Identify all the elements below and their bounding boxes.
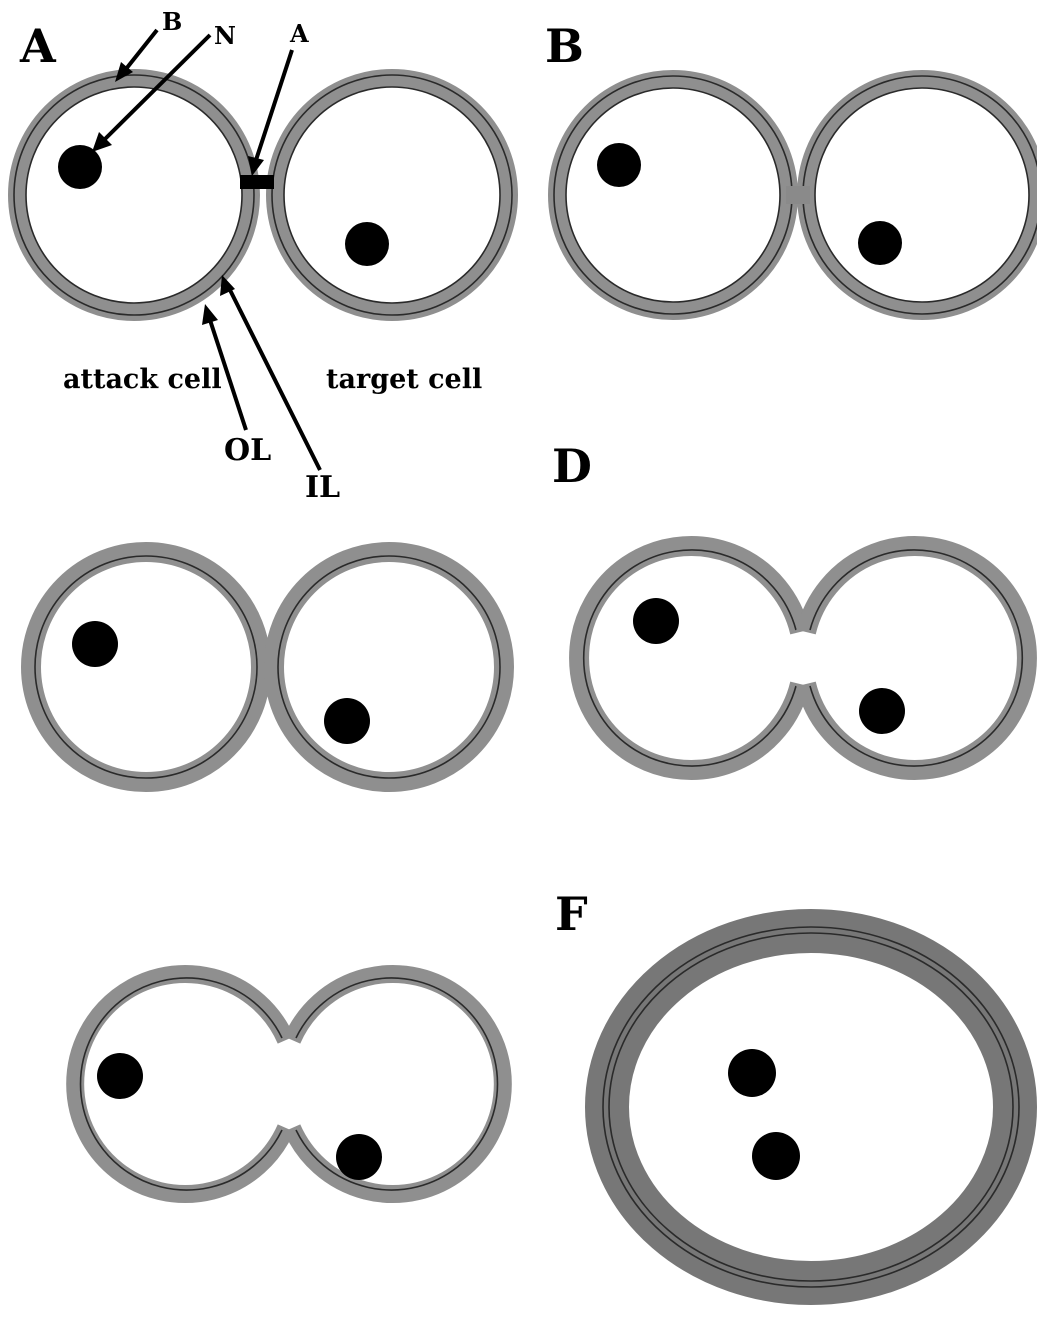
inner-layer-line (815, 88, 1029, 302)
attack-cell-d (579, 546, 800, 770)
nucleus (72, 621, 118, 667)
nucleus (97, 1053, 143, 1099)
panel-e (75, 974, 503, 1194)
nucleus (633, 598, 679, 644)
panel-c (31, 552, 504, 782)
contact-zone (786, 186, 810, 204)
arrowhead-outer-layer (202, 304, 218, 325)
nucleus (728, 1049, 776, 1097)
cell-wall (17, 78, 251, 312)
nucleus (597, 143, 641, 187)
attack-cell-c (31, 552, 261, 782)
cell-wall (31, 552, 261, 782)
panel-f: F (555, 887, 1019, 1287)
label-adhesion: A (289, 19, 309, 48)
nucleus (324, 698, 370, 744)
nucleus (345, 222, 389, 266)
nucleus (336, 1134, 382, 1180)
inner-layer-line (296, 978, 497, 1190)
nucleus (58, 145, 102, 189)
panel-label-d: D (552, 439, 592, 493)
arrow-bulge (126, 30, 157, 69)
label-bulge: B (162, 7, 182, 36)
attack-cell-e (75, 974, 286, 1194)
target-cell-b (803, 76, 1037, 314)
inner-layer-line (26, 87, 242, 303)
adhesion-plug (240, 175, 274, 189)
inner-layer-line (566, 88, 780, 302)
panel-d: D (552, 439, 1027, 770)
nucleus (752, 1132, 800, 1180)
panel-label-f: F (555, 887, 588, 941)
target-cell-c (274, 552, 504, 782)
attack-cell-b (554, 76, 792, 314)
panel-label-a: A (19, 19, 57, 73)
target-cell-d (806, 546, 1027, 770)
label-inner-layer: IL (305, 470, 340, 505)
cell-wall (274, 552, 504, 782)
panel-b: B (545, 19, 1037, 314)
label-attack-cell: attack cell (63, 364, 222, 395)
label-target-cell: target cell (326, 364, 482, 395)
nucleus (859, 688, 905, 734)
panel-label-b: B (545, 19, 584, 73)
nucleus (858, 221, 902, 265)
target-cell-a (272, 75, 512, 315)
label-nucleus: N (214, 21, 236, 50)
inner-layer-line (284, 87, 500, 303)
cell-wall (557, 79, 789, 311)
cell-wall (275, 78, 509, 312)
panel-a: A B N A attack cell target cell OL IL (14, 7, 512, 505)
cell-wall (292, 974, 503, 1194)
label-outer-layer: OL (224, 433, 271, 468)
cell-wall (806, 79, 1037, 311)
fused-cell-f (603, 927, 1019, 1287)
target-cell-e (292, 974, 503, 1194)
